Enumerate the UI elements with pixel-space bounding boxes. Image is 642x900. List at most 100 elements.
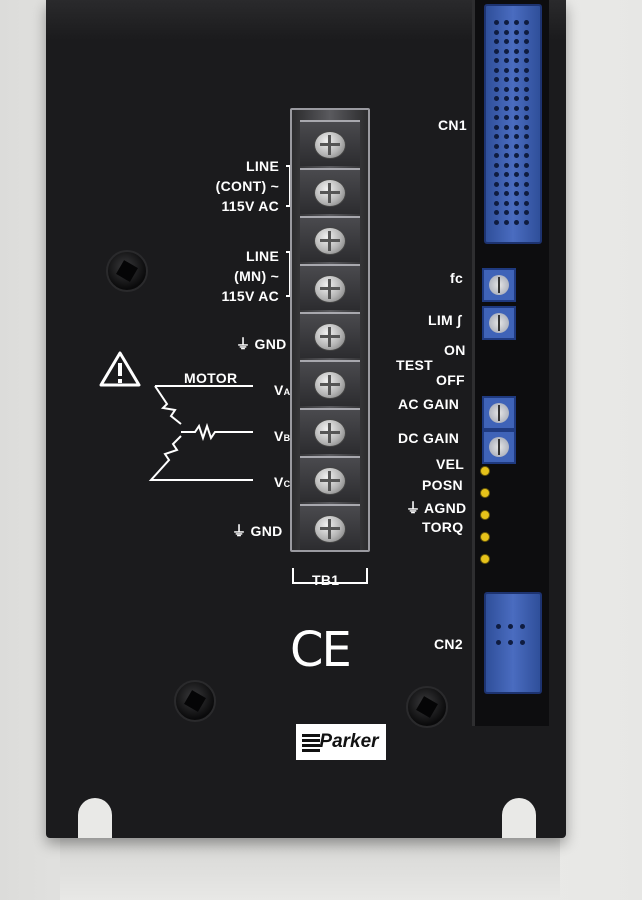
screw-icon (314, 467, 346, 495)
bolt-hex-icon (184, 690, 206, 712)
connector-pin (514, 58, 519, 63)
agnd-test-point[interactable] (480, 510, 490, 520)
terminal-3[interactable] (300, 216, 360, 262)
screw-icon (314, 227, 346, 255)
vel-label: VEL (436, 456, 465, 472)
connector-pin (504, 39, 509, 44)
lim-switch-icon: ∫ (457, 312, 462, 328)
cn1-connector[interactable] (484, 4, 542, 244)
dc-gain-potentiometer[interactable] (482, 430, 516, 464)
terminal-6[interactable] (300, 360, 360, 406)
connector-pin (504, 172, 509, 177)
torq-label: TORQ (422, 519, 464, 535)
va-sub: A (283, 387, 291, 397)
terminal-2[interactable] (300, 168, 360, 214)
connector-pin (524, 153, 529, 158)
vc-sub: C (283, 479, 291, 489)
connector-pin (514, 20, 519, 25)
motor-label: MOTOR (184, 370, 238, 386)
connector-pin (494, 181, 499, 187)
lim-potentiometer[interactable] (482, 306, 516, 340)
line-cont-line2: (CONT) ~ (215, 178, 280, 194)
connector-pin (494, 219, 499, 225)
line-mn-line1: LINE (246, 248, 280, 264)
connector-pin (504, 134, 509, 139)
connector-pin (524, 219, 529, 225)
connector-pin (504, 153, 509, 158)
connector-pin (504, 219, 509, 225)
terminal-9[interactable] (300, 504, 360, 550)
dial-icon (489, 275, 509, 295)
connector-pin (514, 191, 519, 196)
connector-pin (514, 39, 519, 44)
bolt-hex-icon (416, 696, 438, 718)
connector-pin (514, 67, 519, 73)
connector-pin (504, 143, 509, 149)
connector-pin (524, 200, 529, 206)
connector-pin (514, 210, 519, 215)
connector-pin (494, 200, 499, 206)
terminal-4[interactable] (300, 264, 360, 310)
connector-pin (494, 115, 499, 120)
connector-pin (494, 96, 499, 101)
motor-winding-diagram (148, 385, 253, 481)
connector-pin (496, 624, 501, 629)
cn2-connector[interactable] (484, 592, 542, 694)
ac-gain-potentiometer[interactable] (482, 396, 516, 430)
terminal-1[interactable] (300, 120, 360, 166)
connector-pin (514, 29, 519, 35)
extra-test-point[interactable] (480, 554, 490, 564)
dial-icon (489, 403, 509, 423)
connector-pin (514, 172, 519, 177)
connector-pin (524, 86, 529, 92)
vb-text: V (274, 428, 284, 444)
mounting-bolt-icon (106, 250, 148, 292)
gnd-bottom-text: GND (250, 523, 283, 539)
terminal-block-tb1 (290, 108, 370, 552)
screw-icon (314, 179, 346, 207)
terminal-5[interactable] (300, 312, 360, 358)
connector-pin (494, 20, 499, 25)
connector-pin (494, 162, 499, 168)
connector-pin (514, 86, 519, 92)
va-text: V (274, 382, 284, 398)
vb-sub: B (283, 433, 291, 443)
connector-pin (514, 77, 519, 82)
line-mn-label: LINE (MN) ~ 115V AC (221, 246, 280, 306)
fc-potentiometer[interactable] (482, 268, 516, 302)
mounting-bolt-icon (174, 680, 216, 722)
connector-pin (504, 77, 509, 82)
on-label: ON (444, 342, 466, 358)
posn-test-point[interactable] (480, 488, 490, 498)
connector-pin (494, 124, 499, 130)
gnd-top-text: GND (254, 336, 287, 352)
dc-gain-label: DC GAIN (398, 430, 460, 446)
connector-pin (494, 191, 499, 196)
connector-pin (504, 29, 509, 35)
terminal-8[interactable] (300, 456, 360, 502)
connector-pin (524, 39, 529, 44)
connector-pin (514, 105, 519, 111)
mounting-slot-right (502, 798, 536, 838)
connector-pin (514, 124, 519, 130)
vb-label: VB (274, 428, 290, 444)
agnd-text: AGND (423, 500, 467, 516)
terminal-7[interactable] (300, 408, 360, 454)
posn-label: POSN (422, 477, 463, 493)
connector-pin (504, 58, 509, 63)
vel-test-point[interactable] (480, 466, 490, 476)
cn2-label: CN2 (434, 636, 463, 652)
dial-icon (489, 437, 509, 457)
test-label: TEST (396, 357, 433, 373)
connector-pin (494, 29, 499, 35)
line-cont-line1: LINE (246, 158, 280, 174)
connector-pin (504, 124, 509, 130)
connector-pin (504, 96, 509, 101)
torq-test-point[interactable] (480, 532, 490, 542)
gnd-top-label: ⏚ GND (236, 334, 287, 354)
line-mn-line3: 115V AC (221, 288, 280, 304)
connector-pin (494, 105, 499, 111)
connector-pin (504, 162, 509, 168)
fc-label: fc (450, 270, 464, 286)
connector-pin (494, 153, 499, 158)
